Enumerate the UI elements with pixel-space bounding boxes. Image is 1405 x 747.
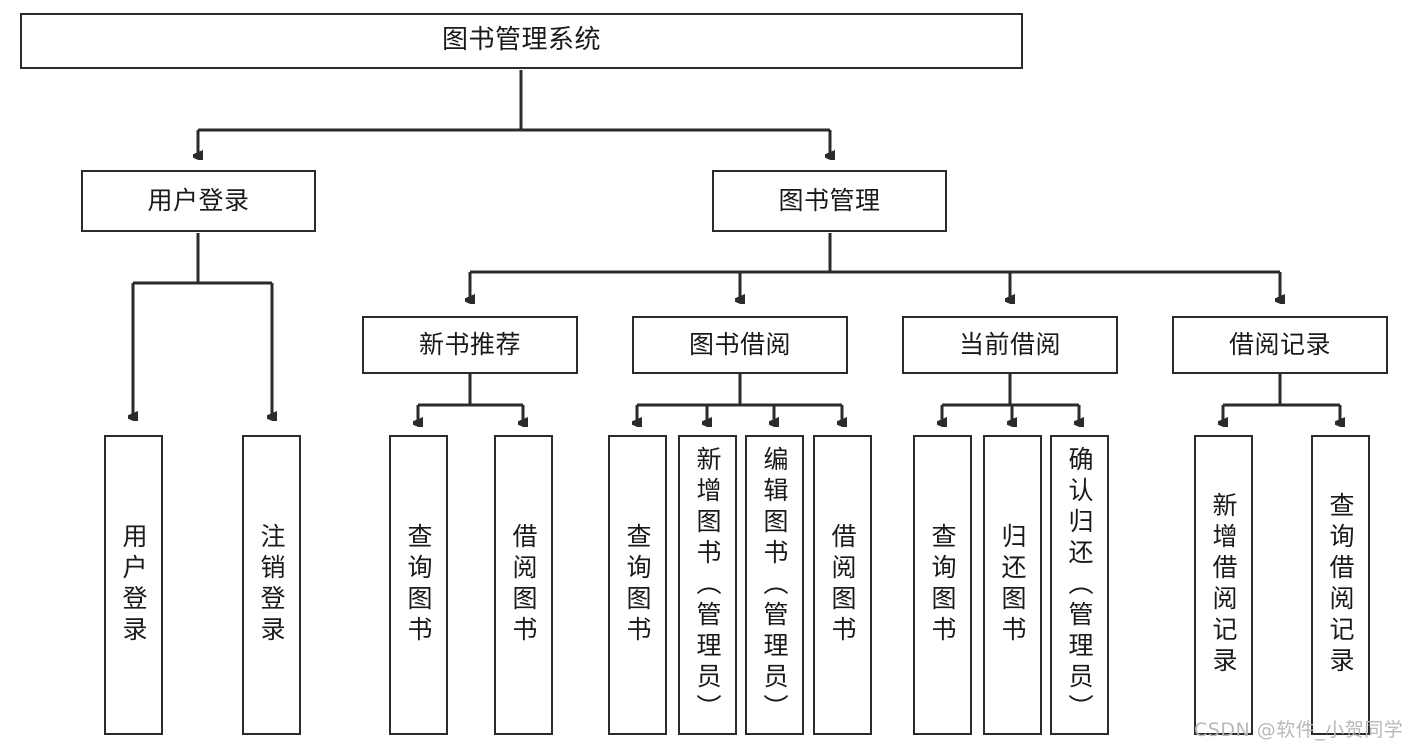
- node-leaf-query-record-label: 查询借阅记录: [1326, 492, 1355, 678]
- node-current-borrow-label: 当前借阅: [958, 329, 1061, 359]
- node-leaf-query-book-3[interactable]: 查询图书: [913, 435, 972, 735]
- node-leaf-borrow-book-2-label: 借阅图书: [828, 523, 857, 647]
- node-leaf-confirm-return[interactable]: 确认归还（管理员）: [1050, 435, 1109, 735]
- node-book-borrow-label: 图书借阅: [688, 329, 791, 359]
- node-leaf-query-book-1-label: 查询图书: [404, 523, 433, 647]
- node-leaf-user-logout[interactable]: 注销登录: [242, 435, 301, 735]
- node-leaf-user-login-label: 用户登录: [119, 523, 148, 647]
- node-leaf-add-book[interactable]: 新增图书（管理员）: [678, 435, 737, 735]
- node-book-borrow[interactable]: 图书借阅: [632, 316, 848, 374]
- node-leaf-borrow-book-2[interactable]: 借阅图书: [813, 435, 872, 735]
- node-root-system-label: 图书管理系统: [441, 25, 601, 56]
- node-leaf-user-logout-label: 注销登录: [257, 523, 286, 647]
- node-borrow-record-label: 借阅记录: [1228, 329, 1331, 359]
- node-leaf-query-book-2-label: 查询图书: [623, 523, 652, 647]
- node-leaf-borrow-book-1-label: 借阅图书: [509, 523, 538, 647]
- csdn-watermark: CSDN @软件_小贺同学: [1194, 719, 1404, 741]
- node-leaf-add-book-label: 新增图书（管理员）: [693, 445, 722, 725]
- node-new-book-recommend[interactable]: 新书推荐: [362, 316, 578, 374]
- node-leaf-query-book-1[interactable]: 查询图书: [389, 435, 448, 735]
- node-leaf-add-record-label: 新增借阅记录: [1209, 492, 1238, 678]
- node-user-login[interactable]: 用户登录: [81, 170, 316, 232]
- node-root-system[interactable]: 图书管理系统: [20, 13, 1023, 69]
- node-book-manage[interactable]: 图书管理: [712, 170, 947, 232]
- node-leaf-edit-book[interactable]: 编辑图书（管理员）: [745, 435, 804, 735]
- node-new-book-recommend-label: 新书推荐: [418, 329, 521, 359]
- node-leaf-borrow-book-1[interactable]: 借阅图书: [494, 435, 553, 735]
- node-leaf-return-book-label: 归还图书: [998, 523, 1027, 647]
- node-leaf-return-book[interactable]: 归还图书: [983, 435, 1042, 735]
- node-borrow-record[interactable]: 借阅记录: [1172, 316, 1388, 374]
- node-leaf-edit-book-label: 编辑图书（管理员）: [760, 445, 789, 725]
- node-leaf-user-login[interactable]: 用户登录: [104, 435, 163, 735]
- node-book-manage-label: 图书管理: [778, 185, 881, 215]
- node-current-borrow[interactable]: 当前借阅: [902, 316, 1118, 374]
- node-leaf-query-record[interactable]: 查询借阅记录: [1311, 435, 1370, 735]
- node-leaf-add-record[interactable]: 新增借阅记录: [1194, 435, 1253, 735]
- node-leaf-query-book-3-label: 查询图书: [928, 523, 957, 647]
- node-leaf-query-book-2[interactable]: 查询图书: [608, 435, 667, 735]
- node-leaf-confirm-return-label: 确认归还（管理员）: [1065, 445, 1094, 725]
- node-user-login-label: 用户登录: [147, 185, 250, 215]
